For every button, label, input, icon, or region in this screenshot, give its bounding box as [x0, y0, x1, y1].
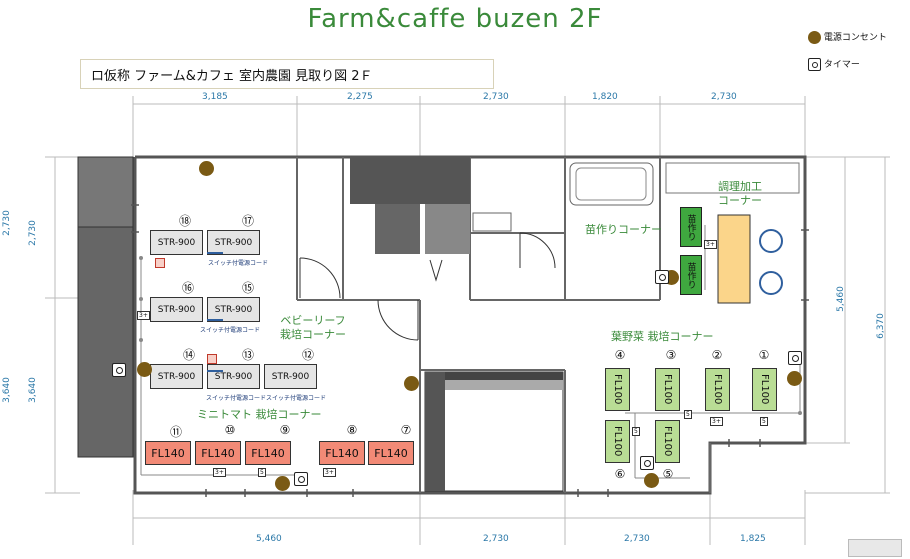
fl140-unit-8: FL140: [319, 441, 365, 465]
fl140-unit-9: FL140: [245, 441, 291, 465]
zone-leafy: 葉野菜 栽培コーナー: [611, 330, 714, 343]
fl100-unit-2: FL100: [705, 368, 730, 411]
dim-bottom-4: 1,825: [740, 534, 766, 544]
timer-icon: [112, 363, 126, 377]
dim-right-inner: 5,460: [835, 286, 846, 312]
unit-number-10: ⑩: [224, 423, 236, 437]
dim-bottom-1: 5,460: [256, 534, 282, 544]
unit-number-6: ⑥: [614, 467, 626, 481]
power-tap: 3+: [137, 311, 150, 320]
dim-left-outer-1: 2,730: [1, 210, 12, 236]
cord-mark: [207, 319, 223, 321]
dim-left-inner-1: 2,730: [27, 220, 38, 246]
fl100-unit-1: FL100: [752, 368, 777, 411]
zone-mini-tomato: ミニトマト 栽培コーナー: [197, 408, 322, 421]
power-tap: 3+: [323, 468, 336, 477]
power-tap: 5: [258, 468, 266, 477]
unit-number-7: ⑦: [400, 423, 412, 437]
outlet-icon: [808, 31, 821, 44]
dim-bottom-2: 2,730: [483, 534, 509, 544]
outlet-icon: [404, 376, 419, 391]
legend-timer: タイマー: [808, 57, 860, 71]
switch-cord-label: スイッチ付電源コード: [266, 395, 327, 402]
power-tap: 3+: [213, 468, 226, 477]
power-tap: 5: [632, 427, 640, 436]
switch-cord-label: スイッチ付電源コード: [206, 395, 267, 402]
unit-number-16: ⑯: [181, 281, 194, 295]
timer-icon: [808, 58, 821, 71]
timer-icon: [640, 456, 654, 470]
legend-outlet-label: 電源コンセント: [823, 33, 887, 43]
plug-icon: [155, 258, 165, 268]
unit-number-15: ⑮: [241, 281, 254, 295]
zone-baby-leaf: ベビーリーフ 栽培コーナー: [280, 314, 346, 341]
unit-number-11: ⑪: [169, 425, 182, 439]
power-tap: 5: [684, 410, 692, 419]
outlet-icon: [275, 476, 290, 491]
fl100-unit-3: FL100: [655, 368, 680, 411]
unit-number-12: ⑫: [301, 348, 314, 362]
timer-icon: [788, 351, 802, 365]
power-tap: 3+: [704, 240, 717, 249]
scroll-handle[interactable]: [848, 539, 902, 557]
timer-icon: [655, 270, 669, 284]
dim-left-inner-2: 3,640: [27, 377, 38, 403]
dim-top-5: 2,730: [711, 92, 737, 102]
unit-number-3: ③: [665, 348, 677, 362]
subtitle-box: ロ仮称 ファーム&カフェ 室内農園 見取り図 2Ｆ: [80, 59, 494, 89]
unit-number-4: ④: [614, 348, 626, 362]
fl140-unit-10: FL140: [195, 441, 241, 465]
outlet-icon: [787, 371, 802, 386]
str-900-unit-15: STR-900: [207, 297, 260, 322]
dim-left-outer-2: 3,640: [1, 377, 12, 403]
outlet-icon: [644, 473, 659, 488]
unit-number-18: ⑱: [178, 214, 191, 228]
fl100-unit-5: FL100: [655, 420, 680, 463]
cord-mark: [207, 370, 223, 372]
fl140-unit-7: FL140: [368, 441, 414, 465]
seedling-rack-2: 苗作り: [680, 255, 702, 295]
switch-cord-label: スイッチ付電源コード: [208, 260, 269, 267]
outlet-icon: [137, 362, 152, 377]
unit-number-2: ②: [711, 348, 723, 362]
str-900-unit-14: STR-900: [150, 364, 203, 389]
unit-number-14: ⑭: [182, 348, 195, 362]
timer-icon: [294, 472, 308, 486]
str-900-unit-17: STR-900: [207, 230, 260, 255]
dim-bottom-3: 2,730: [624, 534, 650, 544]
outlet-icon: [199, 161, 214, 176]
fl100-unit-6: FL100: [605, 420, 630, 463]
legend-outlet: 電源コンセント: [808, 30, 887, 44]
plug-icon: [207, 354, 217, 364]
switch-cord-label: スイッチ付電源コード: [200, 327, 261, 334]
power-tap: 5: [760, 417, 768, 426]
unit-number-13: ⑬: [241, 348, 254, 362]
str-900-unit-16: STR-900: [150, 297, 203, 322]
str-900-unit-18: STR-900: [150, 230, 203, 255]
unit-number-9: ⑨: [279, 423, 291, 437]
dim-right-outer: 6,370: [875, 313, 886, 339]
unit-number-1: ①: [758, 348, 770, 362]
dim-top-2: 2,275: [347, 92, 373, 102]
unit-number-5: ⑤: [662, 467, 674, 481]
fl100-unit-4: FL100: [605, 368, 630, 411]
zone-seedling: 苗作りコーナー: [585, 223, 662, 236]
plan-title: Farm&caffe buzen 2F: [307, 4, 603, 34]
unit-number-17: ⑰: [241, 214, 254, 228]
dim-top-1: 3,185: [202, 92, 228, 102]
zone-cooking: 調理加工 コーナー: [718, 180, 762, 207]
legend-timer-label: タイマー: [823, 60, 860, 70]
dim-top-3: 2,730: [483, 92, 509, 102]
str-900-unit-12: STR-900: [264, 364, 317, 389]
unit-number-8: ⑧: [346, 423, 358, 437]
fl140-unit-11: FL140: [145, 441, 191, 465]
power-tap: 3+: [710, 417, 723, 426]
seedling-rack-1: 苗作り: [680, 207, 702, 247]
dim-top-4: 1,820: [592, 92, 618, 102]
cord-mark: [207, 252, 223, 254]
str-900-unit-13: STR-900: [207, 364, 260, 389]
plan-subtitle: ロ仮称 ファーム&カフェ 室内農園 見取り図 2Ｆ: [91, 69, 373, 84]
